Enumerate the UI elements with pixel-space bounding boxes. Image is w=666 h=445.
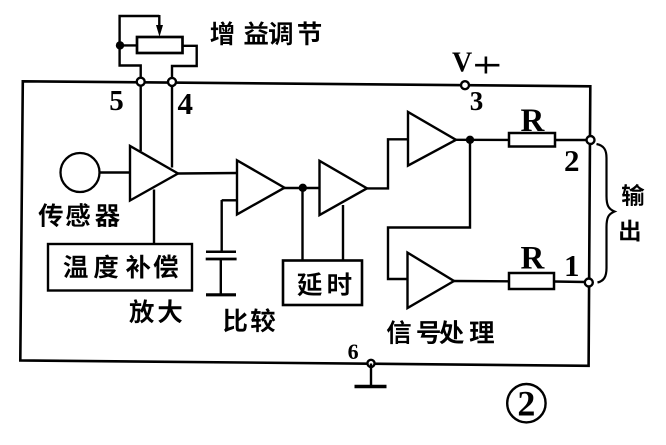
svg-text:V: V: [452, 48, 472, 79]
svg-text:R: R: [521, 241, 546, 277]
svg-text:2: 2: [517, 384, 535, 424]
svg-text:2: 2: [564, 143, 580, 178]
svg-text:1: 1: [564, 248, 580, 283]
svg-text:3: 3: [470, 86, 484, 116]
svg-text:4: 4: [178, 86, 194, 121]
svg-text:R: R: [521, 103, 546, 139]
svg-text:6: 6: [348, 339, 359, 364]
svg-text:5: 5: [109, 85, 124, 117]
